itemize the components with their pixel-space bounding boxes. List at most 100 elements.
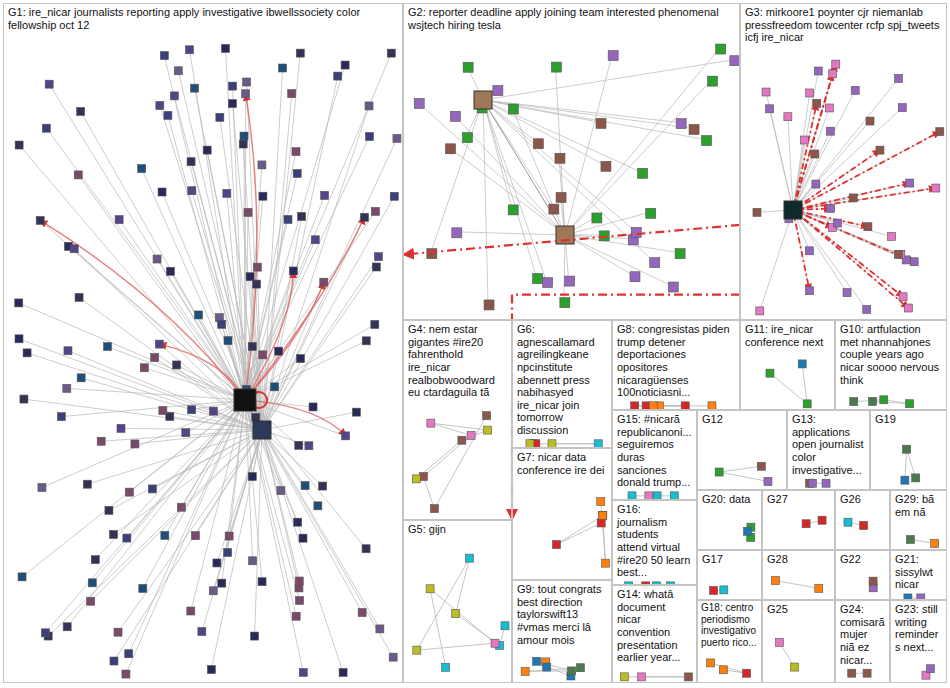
graph-edge: [19, 145, 262, 430]
graph-edge: [48, 430, 262, 636]
vertex-icon: [248, 473, 256, 481]
graph-edge: [456, 558, 470, 613]
vertex-icon: [413, 646, 421, 654]
vertex-icon: [743, 669, 751, 677]
vertex-icon: [565, 276, 575, 286]
group-heading: G12: [698, 411, 786, 428]
group-heading: G18: centro periodismo investigativo pue…: [698, 601, 761, 649]
vertex-icon: [114, 628, 122, 636]
graph-edge: [456, 232, 565, 235]
vertex-icon: [710, 586, 718, 594]
graph-edge: [257, 267, 262, 430]
graph-edge: [557, 516, 603, 545]
vertex-icon: [360, 213, 368, 221]
vertex-icon: [904, 304, 912, 312]
vertex-icon: [38, 484, 46, 492]
graph-edge: [564, 235, 565, 302]
vertex-icon: [216, 113, 224, 121]
group-box: G5: gijn: [403, 520, 512, 683]
graph-edge: [417, 643, 495, 650]
vertex-icon: [649, 402, 657, 410]
group-heading: G6: agnescallamard agreilingkeane npcins…: [513, 321, 611, 439]
graph-edge: [178, 71, 262, 430]
vertex-icon: [926, 665, 934, 673]
vertex-icon: [521, 667, 529, 675]
graph-edge: [245, 341, 366, 400]
vertex-icon: [808, 479, 816, 487]
vertex-icon: [122, 670, 130, 678]
graph-edge: [793, 183, 910, 210]
vertex-icon: [596, 118, 606, 128]
vertex-icon: [253, 263, 261, 271]
vertex-icon: [63, 623, 71, 631]
vertex-icon: [115, 216, 123, 224]
graph-edge: [114, 430, 262, 661]
graph-edge: [793, 64, 836, 210]
graph-edge: [127, 400, 245, 538]
vertex-icon: [362, 337, 370, 345]
group-heading: G19: [871, 411, 946, 428]
vertex-icon: [334, 72, 342, 80]
vertex-icon: [110, 657, 118, 665]
vertex-icon: [844, 518, 852, 526]
group-box: G21: sissylwt nicar: [890, 550, 947, 600]
group-box: G14: whatâ document nicar convention pre…: [612, 585, 697, 683]
vertex-icon: [342, 432, 350, 440]
vertex-icon: [602, 559, 610, 567]
graph-edge: [121, 428, 262, 430]
vertex-icon: [91, 556, 99, 564]
vertex-icon: [638, 673, 646, 681]
vertex-icon: [311, 236, 319, 244]
vertex-icon: [123, 534, 131, 542]
vertex-icon: [209, 407, 217, 415]
vertex-icon: [153, 255, 161, 263]
vertex-icon: [88, 579, 96, 587]
group-heading: G29: bã em nã: [891, 491, 946, 520]
group-box: G22: [835, 550, 890, 600]
graph-edge: [109, 430, 262, 510]
vertex-icon: [213, 559, 221, 567]
graph-edge: [190, 50, 245, 400]
relationship-arrow: [512, 295, 740, 520]
vertex-icon: [684, 673, 692, 681]
vertex-icon: [170, 92, 178, 100]
group-heading: G13: applications open journalist color …: [788, 411, 869, 478]
graph-edge: [793, 108, 829, 210]
graph-edge: [247, 82, 262, 430]
vertex-icon: [372, 263, 380, 271]
vertex-icon: [860, 521, 868, 529]
graph-edge: [245, 400, 298, 522]
graph-edge: [533, 443, 598, 444]
vertex-icon: [645, 492, 653, 500]
vertex-icon: [592, 213, 602, 223]
graph-edge: [245, 137, 369, 400]
vertex-icon: [195, 311, 203, 319]
vertex-icon: [628, 492, 636, 500]
vertex-icon: [543, 278, 553, 288]
graph-edge: [262, 430, 299, 581]
graph-edge: [483, 100, 706, 140]
vertex-icon: [597, 519, 605, 527]
vertex-icon: [83, 480, 91, 488]
graph-edge: [434, 416, 486, 509]
graph-edge: [565, 235, 679, 253]
vertex-icon: [863, 669, 871, 677]
vertex-icon: [352, 408, 360, 416]
group-box: G10: artfulaction met nhannahjones coupl…: [835, 320, 947, 410]
graph-edge: [483, 100, 565, 235]
graph-edge: [170, 271, 245, 400]
vertex-icon: [430, 505, 438, 513]
vertex-icon: [109, 530, 117, 538]
vertex-icon: [866, 117, 874, 125]
graph-edge: [793, 210, 914, 262]
vertex-icon: [42, 124, 50, 132]
vertex-icon: [708, 402, 716, 410]
vertex-icon: [259, 192, 267, 200]
vertex-icon: [77, 108, 85, 116]
vertex-icon: [242, 90, 250, 98]
group-heading: G14: whatâ document nicar convention pre…: [613, 586, 696, 666]
vertex-icon: [279, 64, 287, 72]
vertex-icon: [292, 148, 300, 156]
vertex-icon: [159, 407, 167, 415]
vertex-icon: [764, 477, 772, 485]
